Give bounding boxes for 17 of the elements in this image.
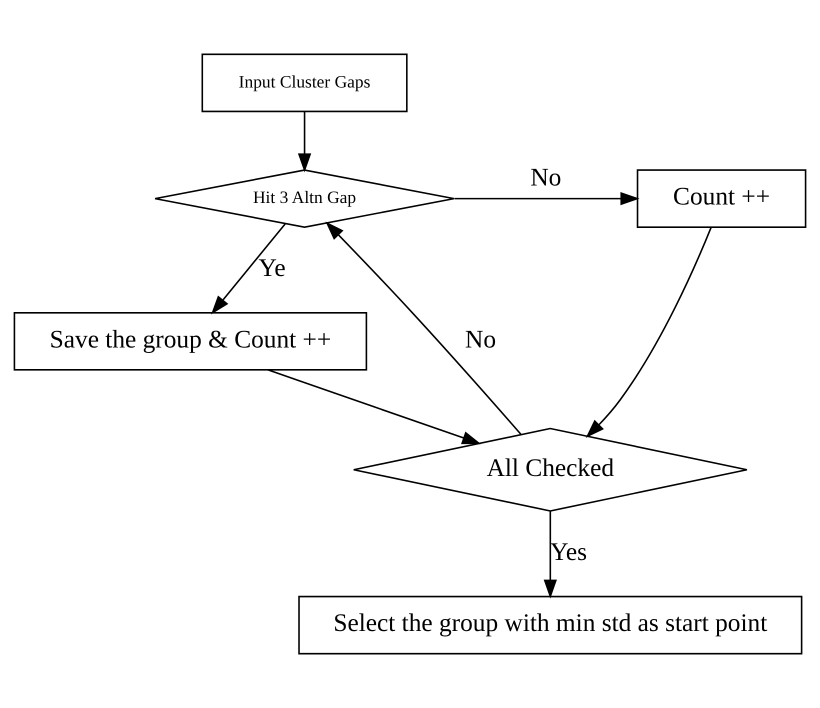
node-diamond: All Checked: [352, 428, 748, 512]
node-box: Save the group & Count ++: [14, 312, 368, 371]
arrow: [544, 511, 557, 599]
node-box: Select the group with min std as start point: [298, 596, 802, 654]
node-diamond: Hit 3 Altn Gap: [154, 169, 455, 228]
node-box: Count ++: [636, 169, 806, 228]
arrow: [325, 222, 522, 436]
arrow: [211, 223, 286, 314]
node-box: Input Cluster Gaps: [202, 54, 408, 112]
edge-label: No: [530, 164, 562, 192]
arrow: [586, 227, 712, 438]
arrow: [268, 369, 482, 444]
arrow: [298, 112, 312, 172]
edge-label: Yes: [550, 538, 587, 566]
edge-label: No: [465, 325, 496, 354]
arrow: [454, 192, 640, 206]
edge-label: Ye: [258, 254, 286, 282]
